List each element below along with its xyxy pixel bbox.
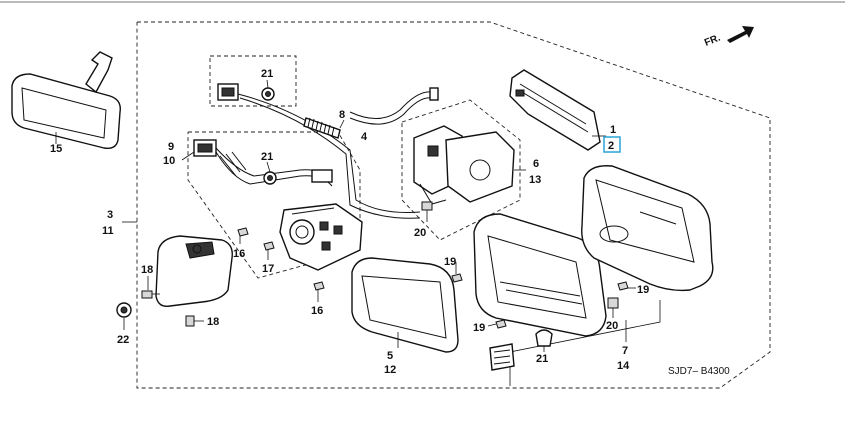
callout-21a: 21 (261, 68, 273, 80)
callout-16a: 16 (233, 248, 245, 260)
screw-16b (313, 281, 325, 302)
leader-9-10 (181, 151, 195, 161)
housing-bracket (509, 300, 661, 386)
mirror-skull-cap (581, 165, 714, 292)
screw-17 (263, 241, 275, 260)
callout-22: 22 (117, 334, 129, 346)
upper-harness (217, 83, 421, 219)
leader-21a (266, 79, 269, 89)
bolt-20b (607, 297, 619, 318)
connector-block (489, 343, 515, 371)
front-direction-arrow: FR. (703, 26, 754, 49)
callout-19b: 19 (473, 322, 485, 334)
callout-19a: 19 (444, 256, 456, 268)
callout-2: 2 (608, 140, 614, 152)
rearview-mirror (11, 51, 121, 150)
screw-19c (617, 281, 636, 291)
callout-20b: 20 (606, 320, 618, 332)
mirror-housing-frame (473, 213, 607, 337)
callout-21c: 21 (536, 353, 548, 365)
mirror-actuator (279, 203, 363, 271)
screw-19a (451, 262, 463, 283)
callout-13: 13 (529, 174, 541, 186)
callout-8: 8 (339, 109, 345, 121)
callout-16b: 16 (311, 305, 323, 317)
callout-labels: 1 2 3 11 4 8 5 12 6 13 7 14 9 10 15 16 1… (50, 68, 649, 376)
highlight-box-part-2 (603, 136, 621, 153)
callout-10: 10 (163, 155, 175, 167)
callout-19c: 19 (637, 284, 649, 296)
callout-18a: 18 (141, 264, 153, 276)
callout-12: 12 (384, 364, 396, 376)
callout-15: 15 (50, 143, 62, 155)
bolt-20a (421, 201, 433, 222)
callout-11: 11 (102, 225, 114, 237)
callout-20a: 20 (414, 227, 426, 239)
lower-harness (193, 139, 333, 187)
turn-signal-unit (509, 69, 606, 151)
diagram-code: SJD7– B4300 (668, 366, 730, 377)
callout-21b: 21 (261, 151, 273, 163)
screw-18a (141, 276, 160, 299)
callout-18b: 18 (207, 316, 219, 328)
clip-21c (535, 329, 553, 352)
callout-6: 6 (533, 158, 539, 170)
callout-14: 14 (617, 360, 630, 372)
drain-tube (349, 87, 439, 125)
coil-spring (303, 117, 341, 139)
callout-4: 4 (361, 131, 368, 143)
screw-18b (185, 315, 204, 327)
screw-16a (237, 227, 249, 244)
callout-9: 9 (168, 141, 174, 153)
assembly-boundary (136, 21, 771, 389)
power-folding-unit (413, 125, 515, 205)
mirror-cover-cap (155, 235, 233, 307)
callout-7: 7 (622, 345, 628, 357)
nut-22 (116, 302, 132, 330)
callout-17: 17 (262, 263, 274, 275)
callout-3: 3 (107, 209, 113, 221)
callout-5: 5 (387, 350, 393, 362)
harness-box-upper (209, 55, 297, 107)
actuator-box (401, 99, 521, 241)
mirror-glass (351, 257, 459, 353)
callout-1: 1 (610, 124, 616, 136)
leader-21b (266, 161, 271, 173)
direction-label: FR. (703, 32, 722, 48)
leader-8-4 (339, 119, 345, 129)
screw-19b (487, 319, 507, 329)
